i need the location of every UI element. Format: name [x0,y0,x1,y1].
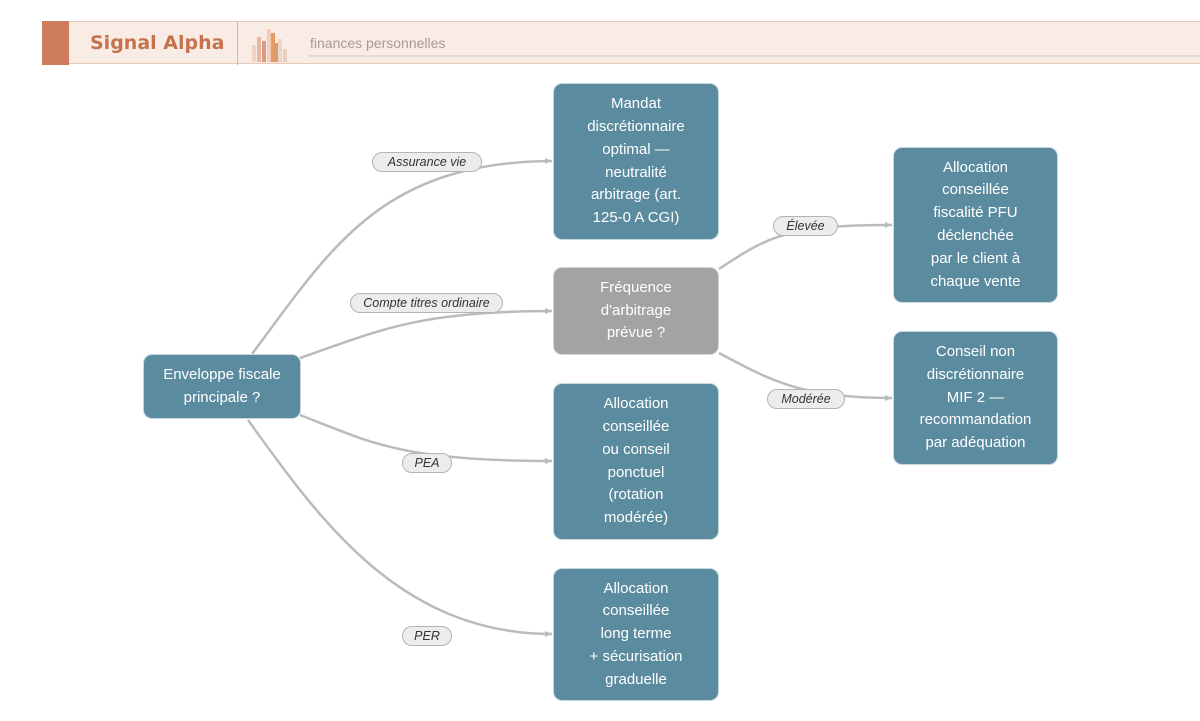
edge-moderee [718,351,893,401]
node-allocation-pea[interactable]: Allocation conseillée ou conseil ponctue… [553,383,719,540]
header-subtitle: finances personnelles [310,35,446,51]
edge-label-elevee: Élevée [773,216,838,236]
node-frequence-arbitrage[interactable]: Fréquence d'arbitrage prévue ? [553,267,719,355]
bar-chart-logo-icon [252,29,287,62]
header-accent [42,21,69,65]
edge-label-pea: PEA [402,453,452,473]
node-allocation-pfu[interactable]: Allocation conseillée fiscalité PFU décl… [893,147,1058,303]
header-bar: Signal Alpha finances personnelles [42,21,1200,65]
edge-label-per: PER [402,626,452,646]
edge-cto [299,308,553,360]
node-allocation-per[interactable]: Allocation conseillée long terme + sécur… [553,568,719,701]
edge-pea [299,413,553,464]
node-mandat-discretionnaire[interactable]: Mandat discrétionnaire optimal — neutral… [553,83,719,240]
node-conseil-mif2[interactable]: Conseil non discrétionnaire MIF 2 — reco… [893,331,1058,465]
edge-assurance-vie [250,158,553,355]
header-underline [308,55,1200,57]
edge-per [246,419,553,637]
edge-label-assurance-vie: Assurance vie [372,152,482,172]
node-root-enveloppe-fiscale[interactable]: Enveloppe fiscale principale ? [143,354,301,419]
brand-title[interactable]: Signal Alpha [90,32,225,54]
edge-label-cto: Compte titres ordinaire [350,293,503,313]
edge-label-moderee: Modérée [767,389,845,409]
header-separator [237,22,238,65]
